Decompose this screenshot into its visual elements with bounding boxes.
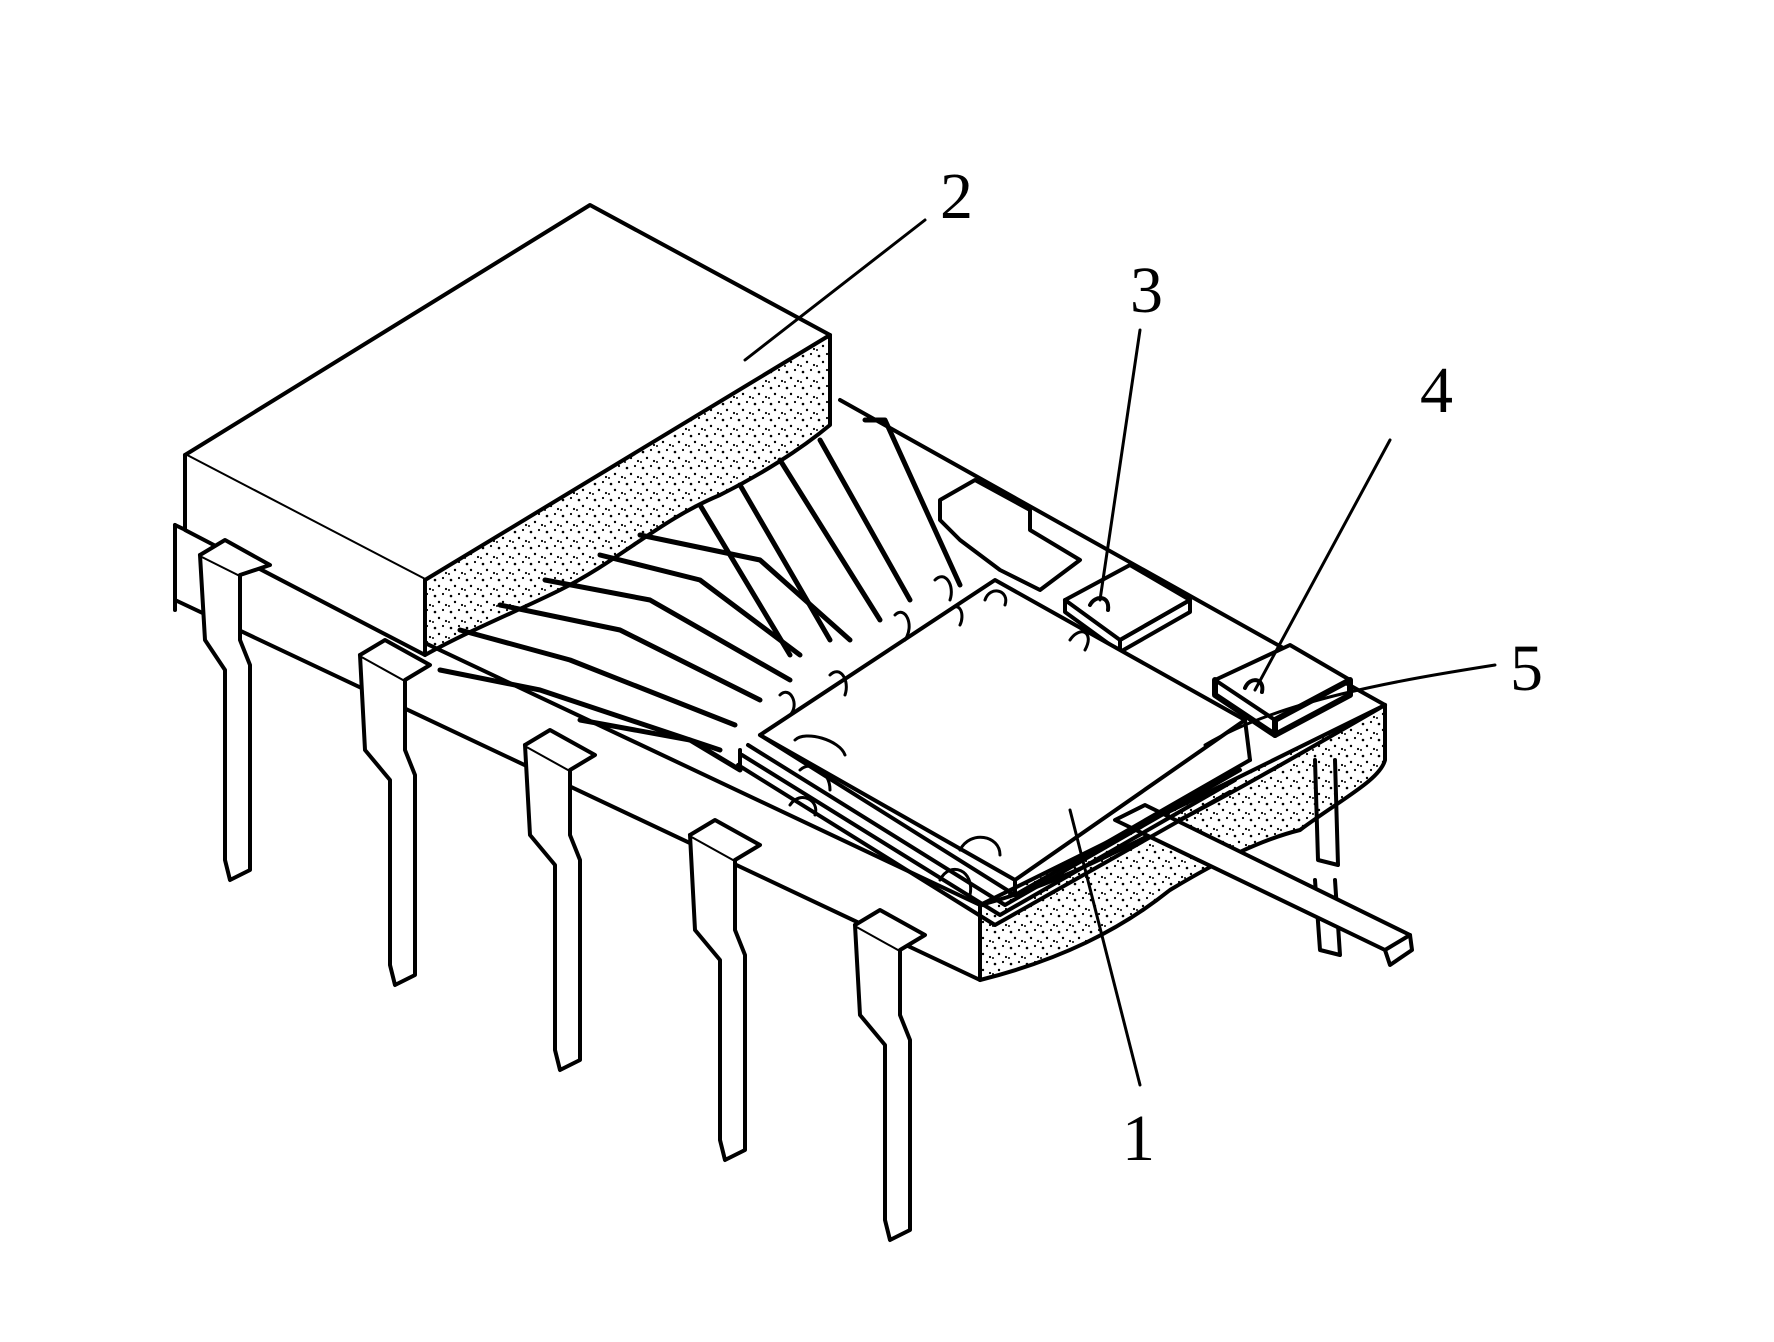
lead-frame-traces xyxy=(437,417,963,773)
front-pins xyxy=(198,538,927,1242)
label-3: 3 xyxy=(1130,254,1163,327)
encapsulation-block xyxy=(183,203,832,657)
pad-component-4 xyxy=(1212,643,1353,738)
label-5: 5 xyxy=(1510,632,1543,705)
chip-stack xyxy=(736,578,1252,927)
leader-line-4 xyxy=(1253,438,1392,692)
leader-lines xyxy=(743,218,1497,1087)
label-2: 2 xyxy=(940,160,973,233)
callout-labels: 2 3 4 5 1 xyxy=(940,160,1543,1175)
label-4: 4 xyxy=(1420,354,1453,427)
label-1: 1 xyxy=(1122,1102,1155,1175)
clip-lead xyxy=(938,478,1082,592)
bottom-lead-5 xyxy=(1113,803,1414,967)
leader-line-1 xyxy=(1068,808,1142,1087)
leader-line-3 xyxy=(1098,328,1142,602)
leader-line-2 xyxy=(743,218,927,362)
bond-wires xyxy=(778,575,1090,897)
leader-line-5 xyxy=(1203,663,1497,747)
